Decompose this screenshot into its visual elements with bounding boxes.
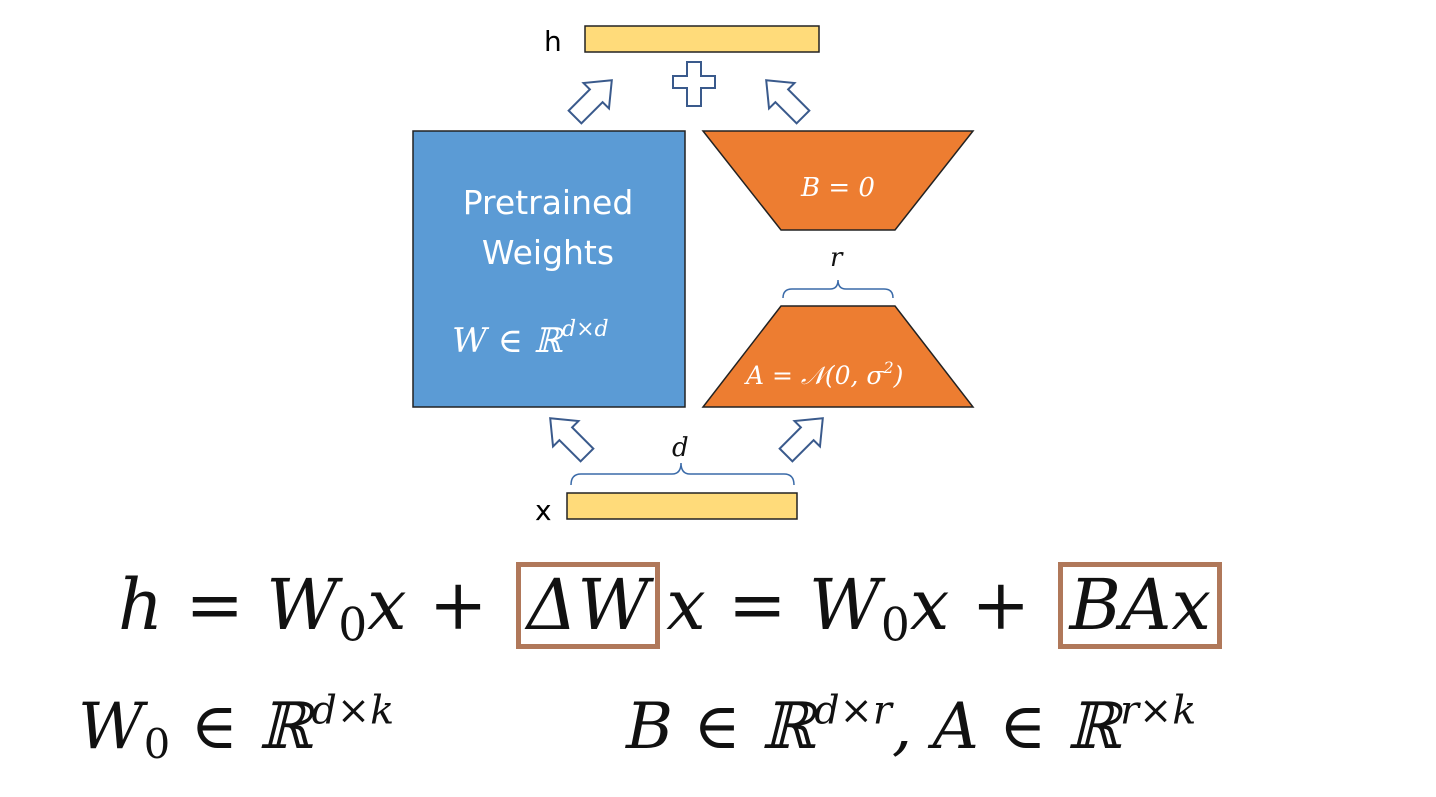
matrix-b-trapezoid <box>701 130 975 231</box>
label-r: r <box>830 243 844 273</box>
ba-shape-equation: B ∈ ℝd×r, A ∈ ℝr×k <box>626 687 1197 764</box>
pretrained-weights-block <box>412 130 686 408</box>
label-d: d <box>672 433 689 463</box>
arrow-up-right-icon <box>567 79 613 125</box>
dimension-brace <box>570 462 795 486</box>
label-h: h <box>544 25 562 58</box>
pretrained-title-line1: Pretrained <box>463 183 634 222</box>
a-init-formula: A = 𝒩(0, σ2) <box>744 358 903 390</box>
arrow-up-right-icon <box>778 417 824 463</box>
pretrained-title-line2: Weights <box>482 233 614 272</box>
w-dimension-formula: W ∈ ℝd×d <box>452 317 609 361</box>
delta-w-highlight: ΔW <box>515 562 661 649</box>
matrix-a-trapezoid <box>701 305 975 408</box>
arrow-up-left-icon <box>765 79 811 125</box>
ba-highlight: BAx <box>1058 562 1222 649</box>
plus-icon <box>672 61 716 107</box>
b-init-formula: B = 0 <box>800 173 875 203</box>
rank-brace <box>782 279 894 299</box>
label-x: x <box>535 494 552 527</box>
output-vector-h <box>584 25 820 53</box>
input-vector-x <box>566 492 798 520</box>
w0-shape-equation: W0 ∈ ℝd×k <box>78 687 395 769</box>
arrow-up-left-icon <box>549 417 595 463</box>
